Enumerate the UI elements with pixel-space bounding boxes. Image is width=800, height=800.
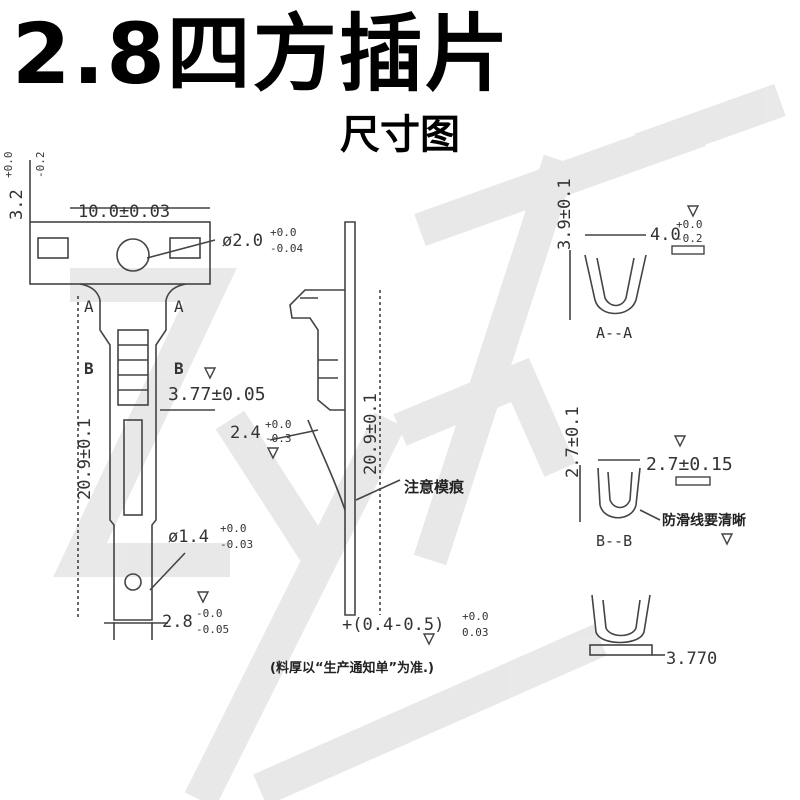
label-note-thickness: (料厚以“生产通知单”为准.) — [270, 660, 434, 676]
bb-inner-u — [607, 471, 633, 509]
watermark-char-stem — [413, 154, 577, 566]
label-aa-width-tol-bot: -0.2 — [676, 232, 703, 245]
label-burr-note: 防滑线要清晰 — [662, 512, 746, 529]
label-width: 10.0±0.03 — [78, 202, 170, 222]
label-section-b-right: B — [174, 359, 184, 378]
label-thickness-tol-bot: 0.03 — [462, 626, 489, 639]
page-title: 2.8四方插片 — [12, 5, 511, 103]
carrier-slot-right — [169, 237, 201, 259]
label-section-aa: A--A — [596, 324, 632, 342]
surface-mark-7 — [720, 533, 734, 546]
surface-mark-6 — [673, 435, 687, 448]
watermark-char-mid — [393, 357, 576, 477]
label-thickness-tol-top: +0.0 — [462, 610, 489, 623]
label-section-bb: B--B — [596, 532, 632, 550]
watermark-char-tail — [634, 83, 786, 167]
bb-outer-u — [597, 467, 641, 519]
aa-inner-u — [596, 257, 635, 307]
bottom-base — [589, 644, 653, 656]
watermark-y-shape-right — [184, 412, 406, 800]
label-2-8-tol-top: -0.0 — [196, 607, 223, 620]
label-2-4: 2.4 — [230, 423, 261, 443]
label-hole-small: ø1.4 — [168, 527, 209, 547]
leader-mold-mark — [355, 479, 401, 501]
front-view — [29, 160, 216, 640]
section-bb — [579, 459, 661, 522]
label-2-4-tol-bot: -0.3 — [265, 432, 292, 445]
label-tab-height-tol-bot: -0.2 — [34, 152, 47, 179]
label-section-a-left: A — [84, 297, 94, 316]
grip-section — [117, 329, 149, 406]
surface-mark-1 — [203, 367, 217, 380]
label-3-77: 3.77±0.05 — [168, 384, 266, 405]
watermark-char-base — [253, 624, 607, 800]
section-aa — [569, 234, 647, 320]
label-total-side: 20.9±0.1 — [361, 393, 381, 475]
label-hole: ø2.0 — [222, 231, 263, 251]
label-tab-height: 3.2 — [7, 189, 27, 220]
label-bb-height: 2.7±0.1 — [563, 406, 583, 478]
section-bottom — [589, 594, 665, 656]
watermark-z-shape — [53, 268, 237, 577]
bottom-inner-u — [602, 599, 641, 637]
watermark-char-top — [414, 113, 706, 247]
leader-hole — [146, 239, 216, 259]
surface-mark-2 — [266, 447, 280, 460]
neck-curves — [79, 283, 187, 301]
tolerance-box-bb — [675, 476, 711, 486]
watermark-y-shape-left — [215, 410, 335, 570]
label-hole-tol-bot: -0.04 — [270, 242, 303, 255]
tolerance-box-aa — [671, 245, 705, 255]
dimension-labels: 3.2 +0.0 -0.2 10.0±0.03 ø2.0 +0.0 -0.04 … — [2, 152, 746, 677]
leader-burr — [639, 509, 661, 521]
label-hole-tol-top: +0.0 — [270, 226, 297, 239]
carrier-slot-left — [37, 237, 69, 259]
label-hole-small-tol-top: +0.0 — [220, 522, 247, 535]
label-section-b-left: B — [84, 359, 94, 378]
side-crimp-profile — [289, 289, 345, 411]
watermark — [53, 83, 786, 800]
label-mold-mark: 注意模痕 — [404, 478, 465, 496]
contact-hole — [124, 573, 142, 591]
side-view — [269, 221, 401, 616]
side-ribs — [318, 359, 338, 379]
label-bottom: 3.770 — [666, 649, 717, 669]
side-back-plate — [344, 221, 356, 616]
bottom-outer-u — [591, 594, 651, 644]
label-aa-width: 4.0 — [650, 225, 681, 245]
side-spring-arm — [307, 419, 346, 511]
page-subtitle: 尺寸图 — [340, 112, 460, 158]
terminal-outline — [99, 300, 167, 621]
surface-marks — [196, 205, 734, 646]
surface-mark-5 — [686, 205, 700, 218]
label-thickness: +(0.4-0.5) — [342, 615, 444, 635]
surface-mark-4 — [422, 633, 436, 646]
surface-mark-3 — [196, 591, 210, 604]
label-total-left: 20.9±0.1 — [75, 418, 95, 500]
label-aa-width-tol-top: +0.0 — [676, 218, 703, 231]
label-aa-height: 3.9±0.1 — [555, 178, 575, 250]
label-section-a-right: A — [174, 297, 184, 316]
pilot-hole — [116, 238, 150, 272]
inner-channel — [123, 419, 143, 516]
label-hole-small-tol-bot: -0.03 — [220, 538, 253, 551]
leader-2-4 — [269, 429, 319, 441]
label-bb-width: 2.7±0.15 — [646, 454, 733, 475]
label-2-8: 2.8 — [162, 612, 193, 632]
label-tab-height-tol-top: +0.0 — [2, 152, 15, 179]
aa-outer-u — [584, 254, 647, 315]
label-2-8-tol-bot: -0.05 — [196, 623, 229, 636]
label-2-4-tol-top: +0.0 — [265, 418, 292, 431]
leader-hole-small — [149, 552, 186, 591]
carrier-strip — [29, 221, 211, 285]
